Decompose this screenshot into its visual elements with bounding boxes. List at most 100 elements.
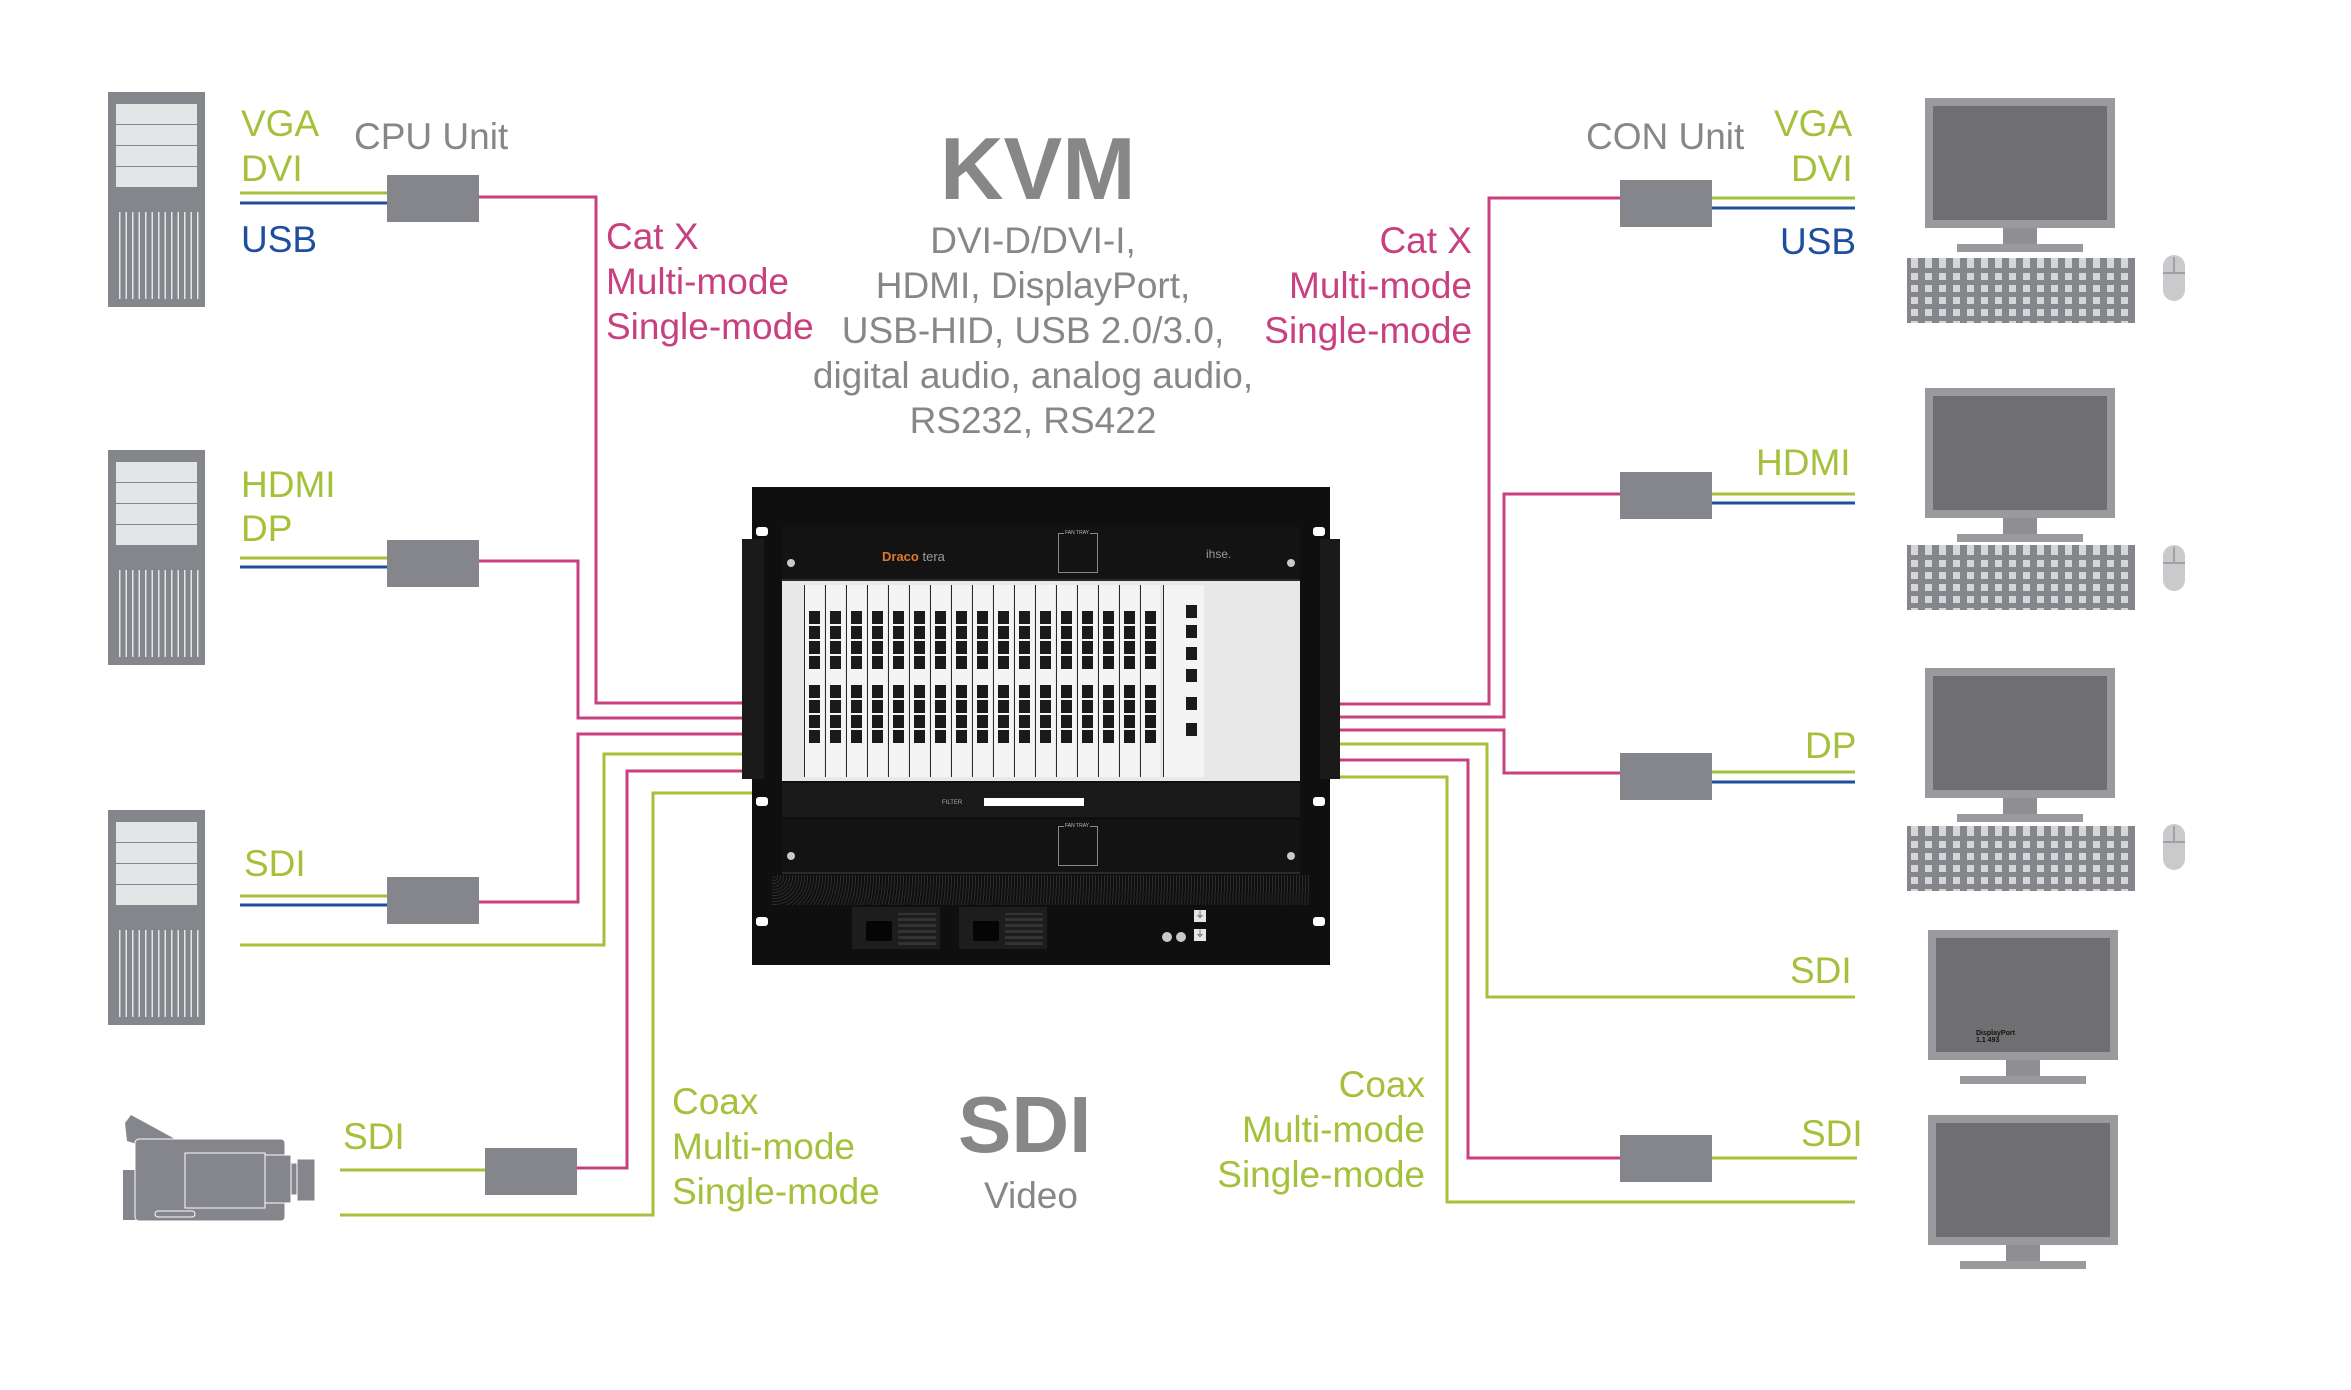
io-card — [1140, 585, 1160, 777]
wire-catx-tower3 — [478, 732, 752, 904]
rj45-port-icon — [1082, 700, 1093, 713]
con-unit-label: CON Unit — [1586, 116, 1745, 157]
rj45-port-icon — [872, 700, 883, 713]
rj45-port-icon — [809, 685, 820, 698]
kvm-signal: RS232, RS422 — [909, 400, 1157, 441]
left-sdi-media-list: Coax Multi-mode Single-mode — [672, 1079, 880, 1214]
controller-port-icon — [1186, 697, 1197, 710]
label-usb: USB — [1780, 221, 1857, 262]
rj45-port-icon — [893, 715, 904, 728]
rj45-port-icon — [1061, 611, 1072, 624]
rj45-port-icon — [1103, 685, 1114, 698]
rj45-port-icon — [1124, 715, 1135, 728]
rj45-port-icon — [851, 730, 862, 743]
label-dvi: DVI — [1791, 148, 1853, 189]
rj45-port-icon — [935, 656, 946, 669]
rj45-port-icon — [893, 656, 904, 669]
rj45-port-icon — [977, 715, 988, 728]
rj45-port-icon — [956, 715, 967, 728]
ventilation-grill — [772, 875, 1310, 905]
rj45-port-icon — [956, 700, 967, 713]
ground-icon: ⏚ — [1194, 910, 1206, 922]
rj45-port-icon — [1061, 641, 1072, 654]
rj45-port-icon — [956, 611, 967, 624]
left-kvm-media-list: Cat X Multi-mode Single-mode — [606, 214, 814, 349]
rj45-port-icon — [1124, 641, 1135, 654]
rj45-port-icon — [1040, 641, 1051, 654]
rj45-port-icon — [998, 641, 1009, 654]
rj45-port-icon — [1103, 641, 1114, 654]
media-multimode: Multi-mode — [672, 1126, 855, 1167]
fan-tray-top: Draco tera FAN TRAY ihse. — [782, 527, 1300, 581]
kvm-signal: DVI-D/DVI-I, — [930, 220, 1136, 261]
con-unit-box — [1620, 472, 1712, 519]
keyboard-icon — [1907, 826, 2135, 891]
rj45-port-icon — [977, 641, 988, 654]
media-catx: Cat X — [606, 216, 699, 257]
rj45-port-icon — [809, 730, 820, 743]
rj45-port-icon — [851, 685, 862, 698]
rj45-port-icon — [935, 626, 946, 639]
rj45-port-icon — [893, 730, 904, 743]
filter-strip — [984, 798, 1084, 806]
rj45-port-icon — [956, 641, 967, 654]
kvm-signal-list: DVI-D/DVI-I, HDMI, DisplayPort, USB-HID,… — [803, 218, 1263, 443]
label-dp: DP — [241, 508, 293, 549]
rj45-port-icon — [851, 626, 862, 639]
kvm-signal: USB-HID, USB 2.0/3.0, — [841, 310, 1225, 351]
rj45-port-icon — [1124, 730, 1135, 743]
rj45-port-icon — [809, 700, 820, 713]
rj45-port-icon — [977, 611, 988, 624]
rj45-port-icon — [1145, 626, 1156, 639]
rj45-port-icon — [935, 715, 946, 728]
label-vga: VGA — [1774, 103, 1853, 144]
controller-port-icon — [1186, 625, 1197, 638]
rj45-port-icon — [851, 611, 862, 624]
rj45-port-icon — [1082, 656, 1093, 669]
rj45-port-icon — [935, 611, 946, 624]
io-card — [1077, 585, 1097, 777]
rj45-port-icon — [1061, 715, 1072, 728]
rj45-port-icon — [914, 685, 925, 698]
wire-catx-ws1 — [1330, 196, 1620, 706]
fan-tray-label: FAN TRAY — [1064, 530, 1090, 536]
rj45-port-icon — [1040, 611, 1051, 624]
rj45-port-icon — [1124, 700, 1135, 713]
con-unit-box — [1620, 1135, 1712, 1182]
mouse-icon — [2163, 545, 2185, 591]
rj45-port-icon — [977, 700, 988, 713]
rj45-port-icon — [1082, 715, 1093, 728]
rj45-port-icon — [872, 641, 883, 654]
sdi-title: SDI — [958, 1080, 1092, 1169]
rj45-port-icon — [872, 611, 883, 624]
wire-sdi-mon1 — [1330, 742, 1855, 999]
rj45-port-icon — [1103, 611, 1114, 624]
rj45-port-icon — [998, 611, 1009, 624]
kvm-title: KVM — [940, 119, 1136, 218]
video-camera-icon — [123, 1115, 316, 1222]
kvm-signal: HDMI, DisplayPort, — [875, 265, 1191, 306]
io-card — [1098, 585, 1118, 777]
media-singlemode: Single-mode — [606, 306, 814, 347]
controller-port-icon — [1186, 647, 1197, 660]
rj45-port-icon — [956, 626, 967, 639]
rj45-port-icon — [1040, 715, 1051, 728]
rj45-port-icon — [872, 656, 883, 669]
power-supply-2 — [959, 907, 1047, 949]
wire-catx-camera — [577, 769, 752, 1170]
controller-port-icon — [1186, 669, 1197, 682]
right-kvm-media-list: Cat X Multi-mode Single-mode — [1230, 218, 1472, 353]
media-singlemode: Single-mode — [1264, 310, 1472, 351]
rj45-port-icon — [1019, 626, 1030, 639]
cpu-unit-box — [387, 540, 479, 587]
rj45-port-icon — [1082, 626, 1093, 639]
rj45-port-icon — [893, 641, 904, 654]
rj45-port-icon — [809, 656, 820, 669]
rj45-port-icon — [1124, 626, 1135, 639]
rj45-port-icon — [1082, 641, 1093, 654]
rj45-port-icon — [1040, 730, 1051, 743]
rj45-port-icon — [1040, 700, 1051, 713]
fan-tray-indicator — [1058, 826, 1098, 866]
sdi-subtitle: Video — [984, 1175, 1078, 1216]
rj45-port-icon — [893, 626, 904, 639]
